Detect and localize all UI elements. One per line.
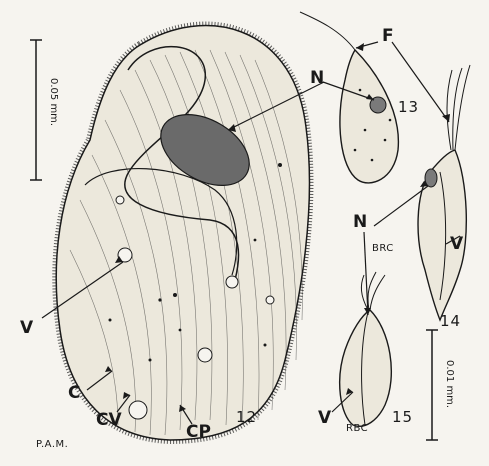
label-nucleus-top: N	[310, 70, 324, 87]
label-cytoproct: CP	[186, 424, 211, 441]
label-vacuole-15: V	[318, 410, 331, 427]
scale-label-right: 0.01 mm.	[444, 360, 454, 408]
label-vacuole-14: V	[450, 236, 463, 253]
label-nucleus-mid: N	[353, 214, 367, 231]
figure-number-15: 15	[392, 410, 413, 425]
figure-number-13: 13	[398, 100, 419, 115]
figure-number-14: 14	[440, 314, 461, 329]
label-cilia: C	[68, 385, 80, 402]
label-rbc: RBC	[346, 424, 368, 434]
label-brc: BRC	[372, 244, 394, 254]
scale-label-left: 0.05 mm.	[48, 78, 58, 126]
label-contractile-vacuole: CV	[96, 412, 122, 429]
label-flagellum: F	[382, 28, 394, 45]
label-vacuole-left: V	[20, 320, 33, 337]
figure-number-12: 12	[236, 410, 257, 425]
label-artist-initials: P.A.M.	[36, 440, 68, 450]
